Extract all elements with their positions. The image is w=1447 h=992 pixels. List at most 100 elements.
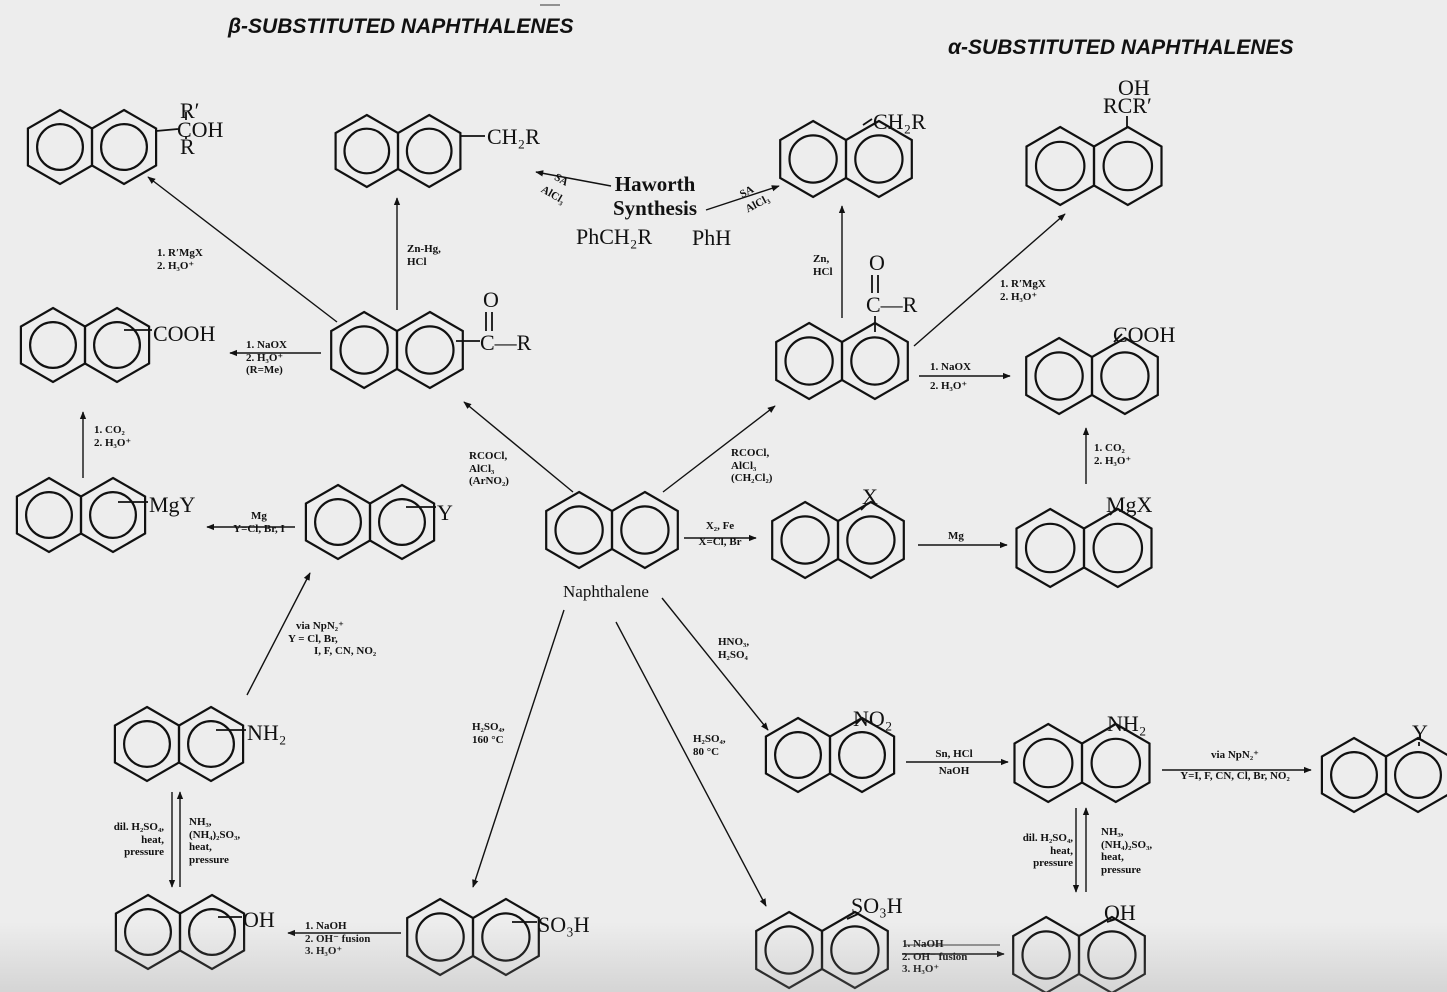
condition-line: Y=I, F, CN, Cl, Br, NO₂ [1180, 769, 1290, 782]
hexagon-ring [178, 893, 246, 971]
condition-line: pressure [1101, 863, 1141, 876]
aromatic-circle [837, 730, 886, 779]
alpha-cooh-label: COOH [1113, 322, 1176, 347]
aromatic-circle [405, 325, 455, 375]
sulfonation-160-arrow [472, 609, 565, 888]
condition-line: via NpN₂⁺ [296, 620, 344, 632]
acylation-beta-conditions: RCOCl, AlCl₃ (ArNO₂) [469, 450, 509, 488]
haworth-reagent-left: PhCH₂R [576, 224, 653, 249]
condition-line: 1. CO₂ [1094, 442, 1125, 454]
grignard-beta-arrow [147, 176, 338, 323]
alpha-nh2-label: NH₂ [1107, 711, 1147, 736]
reaction-arrows [79, 4, 1312, 958]
hexagon-ring [844, 119, 913, 199]
hexagon-ring [1077, 915, 1146, 992]
aromatic-circle [773, 730, 822, 779]
condition-line: Mg [251, 510, 267, 522]
aromatic-circle [846, 515, 896, 565]
aromatic-circle [850, 336, 900, 386]
alpha-oh-label: OH [1104, 900, 1136, 925]
hexagon-ring [610, 490, 679, 570]
haworth-title: Haworth Synthesis [607, 172, 703, 220]
aromatic-circle [92, 321, 141, 370]
aromatic-circle [1092, 522, 1144, 574]
condition-line: heat, [1101, 851, 1124, 864]
alpha-carbinol-rcr: RCR′ [1103, 93, 1152, 118]
beta-grignard-naphthalene [15, 476, 147, 554]
alpha-ch2r-bond [862, 118, 873, 126]
beta-naphthylamine [113, 705, 245, 783]
beta-ketone-o: O [483, 287, 499, 312]
aromatic-circle [99, 122, 148, 171]
haworth-right-arrow [705, 185, 780, 211]
hexagon-ring [471, 897, 540, 977]
condition-line: dil. H₂SO₄, [113, 821, 164, 833]
beta-ketone-naphthalene [330, 310, 464, 390]
aromatic-circle [1393, 750, 1442, 799]
fusion-beta-conditions: 1. NaOH 2. OH⁻ fusion 3. H₃O⁺ [305, 920, 370, 958]
aromatic-circle [187, 719, 236, 768]
condition-line: 2. OH⁻ fusion [902, 950, 968, 963]
alpha-y-label: Y [1412, 720, 1428, 745]
alpha-mgx-bond [1109, 507, 1117, 516]
hexagon-ring [828, 716, 896, 794]
hexagon-ring [1092, 125, 1163, 207]
aromatic-circle [378, 498, 427, 547]
hexagon-ring [820, 910, 889, 990]
grignard-alpha-arrow [913, 213, 1066, 347]
condition-line: 1. NaOH [305, 920, 347, 932]
bucherer-alpha-conditions: NH₃, (NH₄)₂SO₃, heat, pressure [1101, 826, 1152, 877]
hexagon-ring [90, 108, 158, 186]
beta-carbinol-r-prime: R′ [180, 98, 200, 123]
aromatic-circle [339, 325, 389, 375]
beta-carbinol-r: R [180, 134, 195, 159]
haworth-title-line1: Haworth [614, 172, 696, 196]
grignard-beta-conditions: 1. R′MgX 2. H₃O⁺ [157, 247, 203, 272]
hexagon-ring [396, 113, 462, 189]
condition-line: Zn-Hg, [407, 243, 441, 255]
aromatic-circle [1329, 750, 1378, 799]
aromatic-circle [122, 719, 171, 768]
acylation-alpha-conditions: RCOCl, AlCl₃ (CH₂Cl₂) [731, 447, 772, 485]
hydrolysis-alpha-conditions: dil. H₂SO₄, heat, pressure [1001, 832, 1073, 870]
naphthalene [545, 490, 679, 570]
beta-ch2r-label: CH₂R [487, 124, 540, 149]
alpha-alkyl-naphthalene [779, 119, 913, 199]
beta-nh2-label: NH₂ [247, 720, 287, 745]
alpha-carboxylic-acid-naphthalene [1025, 336, 1159, 416]
aromatic-circle [25, 491, 73, 540]
condition-line: (R=Me) [246, 364, 283, 377]
hexagon-ring [1080, 722, 1151, 804]
condition-line: 2. H₃O⁺ [94, 436, 132, 449]
condition-line: H₂SO₄ [718, 648, 748, 661]
alpha-mgx-label: MgX [1106, 492, 1153, 517]
condition-line: 2. H₃O⁺ [1094, 454, 1132, 467]
hexagon-ring [840, 321, 909, 401]
hexagon-ring [1384, 736, 1447, 814]
condition-line: AlCl₃ [731, 459, 757, 472]
diazo-alpha-conditions: via NpN₂⁺ Y=I, F, CN, Cl, Br, NO₂ [1160, 749, 1310, 782]
co2-beta-conditions: 1. CO₂ 2. H₃O⁺ [94, 424, 131, 449]
aromatic-circle [788, 134, 838, 184]
aromatic-circle [188, 907, 237, 956]
haworth-left-arrow [535, 170, 612, 187]
aromatic-circle [1034, 140, 1086, 192]
condition-line: HCl [407, 255, 427, 268]
condition-line: 2. H₃O⁺ [930, 379, 968, 392]
condition-line: H₂SO₄, [472, 721, 505, 733]
substituent-bonds [118, 112, 1420, 923]
zn-hg-conditions: Zn-Hg, HCl [407, 243, 441, 268]
alpha-carbinol-naphthalene [1025, 125, 1163, 207]
aromatic-circle [830, 925, 880, 975]
aromatic-circle [314, 498, 363, 547]
condition-line: X₂, Fe [705, 520, 735, 532]
alpha-ch2r-label: CH₂R [873, 109, 926, 134]
beta-cooh-label: COOH [153, 321, 216, 346]
sulfonation-80-arrow [615, 621, 767, 907]
reduction-conditions: Sn, HCl NaOH [922, 748, 986, 777]
aromatic-circle [415, 912, 465, 962]
condition-line: dil. H₂SO₄, [1022, 832, 1073, 844]
beta-mgy-label: MgY [149, 492, 196, 517]
condition-line: NaOH [938, 764, 970, 777]
condition-line: 2. H₃O⁺ [157, 259, 195, 272]
